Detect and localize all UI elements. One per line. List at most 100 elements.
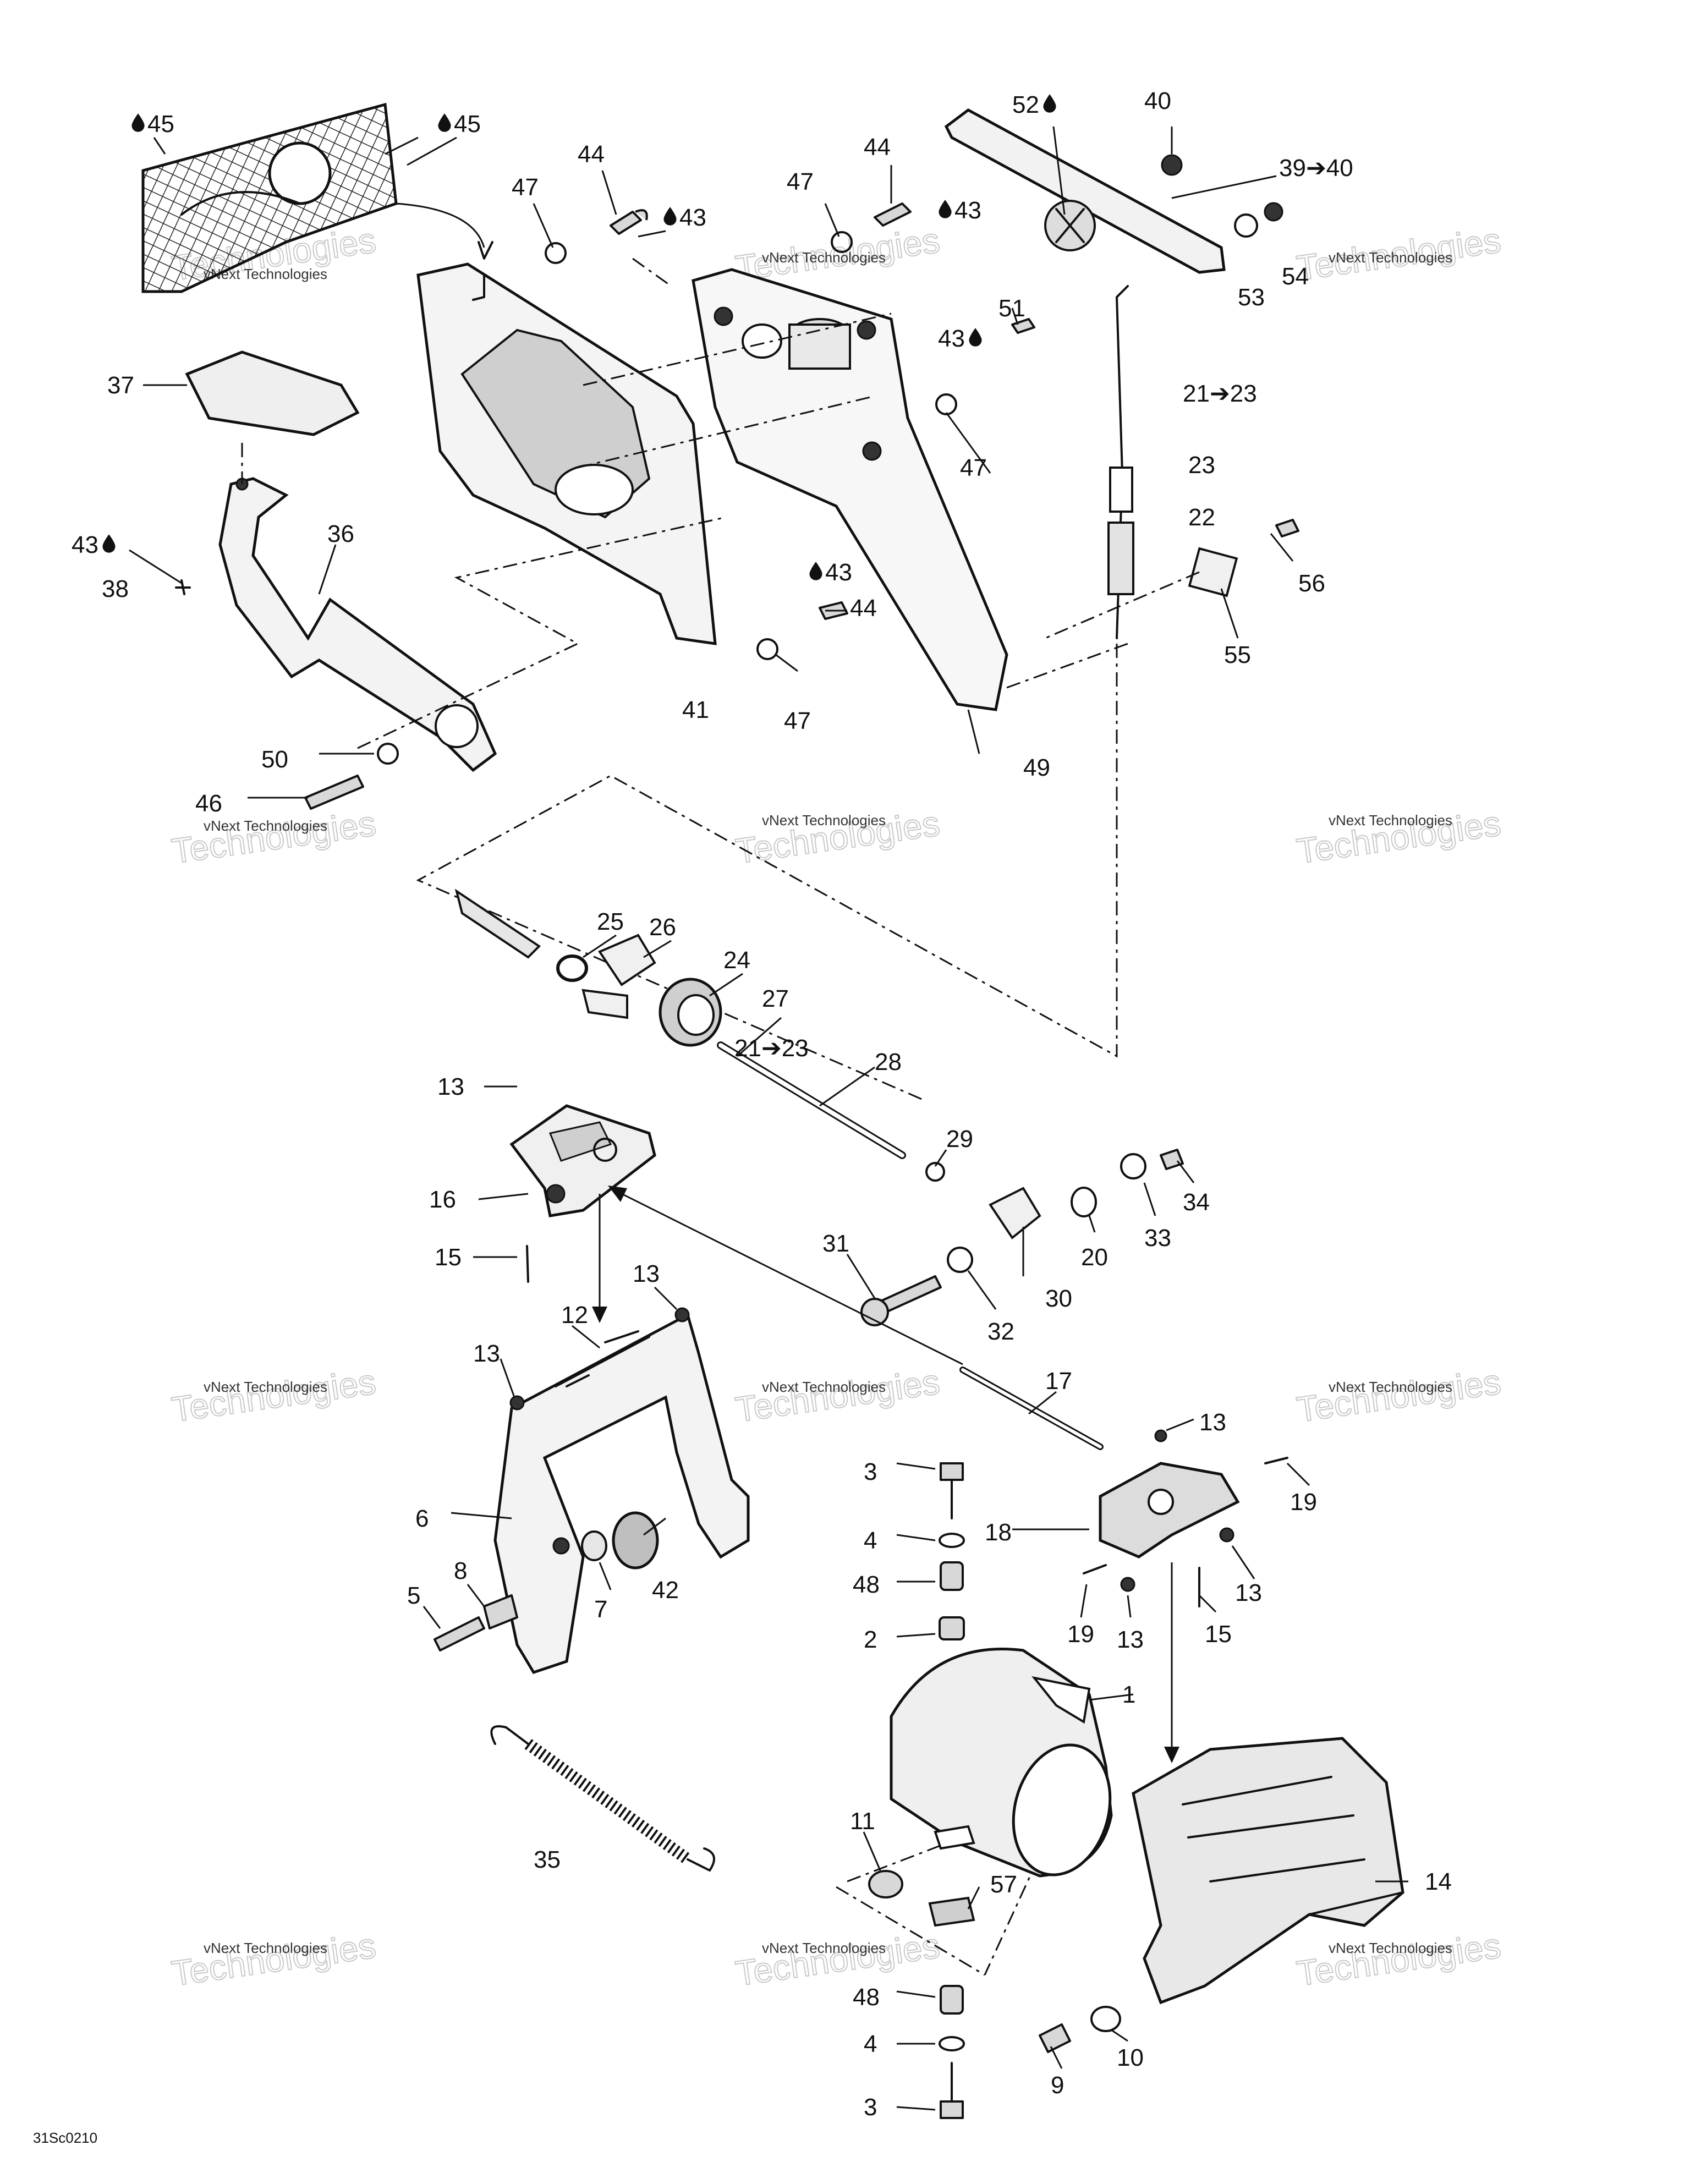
callout-43: 43 [938, 325, 965, 352]
callout-21-23: 21➔23 [734, 1035, 809, 1062]
callout-16: 16 [429, 1186, 456, 1213]
watermark-text: vNext Technologies [204, 817, 327, 834]
callout-13: 13 [437, 1073, 464, 1100]
callout-14: 14 [1425, 1868, 1452, 1895]
part-35-spring [490, 1725, 715, 1872]
callout-3: 3 [864, 2094, 877, 2121]
callout-48: 48 [853, 1571, 880, 1598]
callout-48: 48 [853, 1984, 880, 2011]
oil-drop-icon [1043, 94, 1056, 113]
callout-21-23: 21➔23 [1183, 380, 1257, 407]
callout-44: 44 [578, 141, 605, 168]
oil-drop-icon [131, 113, 145, 132]
callout-39-40: 39➔40 [1279, 155, 1353, 182]
callout-33: 33 [1144, 1225, 1171, 1252]
callout-37: 37 [107, 372, 134, 399]
part-39-lever [944, 108, 1226, 274]
watermark-text: vNext Technologies [204, 1379, 327, 1395]
oil-drop-icon [969, 328, 982, 347]
part-45-grid-pad [141, 102, 398, 293]
parts-drawing [141, 102, 1404, 2119]
watermark-text: vNext Technologies [1329, 812, 1452, 828]
callout-35: 35 [534, 1846, 561, 1873]
part-1-housing [890, 1648, 1113, 1878]
callout-45: 45 [147, 111, 174, 138]
part-36-pedal-arm [175, 477, 497, 772]
callout-13: 13 [633, 1260, 660, 1287]
part-21-cable [1107, 285, 1134, 639]
mount-stack-lower [868, 1870, 1121, 2119]
part-41-bracket [416, 262, 717, 645]
watermark-large: Technologies [733, 1925, 942, 1993]
callout-51: 51 [998, 295, 1025, 322]
callout-55: 55 [1224, 641, 1251, 668]
oil-drop-icon [939, 200, 952, 218]
callout-17: 17 [1045, 1368, 1072, 1395]
oil-drop-icon [102, 534, 116, 553]
callout-31: 31 [822, 1230, 849, 1257]
callout-4: 4 [864, 1527, 877, 1554]
part-14-cover [1132, 1737, 1404, 2005]
callout-13: 13 [1117, 1626, 1144, 1653]
callout-20: 20 [1081, 1244, 1108, 1271]
watermark-large: Technologies [733, 1362, 942, 1429]
callout-43: 43 [72, 531, 98, 558]
callout-11: 11 [850, 1808, 875, 1835]
callout-43: 43 [679, 204, 706, 231]
callout-30: 30 [1045, 1285, 1072, 1312]
callout-52: 52 [1012, 91, 1039, 118]
callout-46: 46 [195, 790, 222, 817]
callout-43: 43 [825, 559, 852, 586]
callout-24: 24 [723, 947, 750, 974]
callout-50: 50 [261, 746, 288, 773]
callout-15: 15 [1205, 1621, 1232, 1648]
callout-29: 29 [946, 1126, 973, 1153]
callout-43: 43 [954, 197, 981, 224]
mount-stack-upper [939, 1462, 965, 1640]
callout-5: 5 [407, 1582, 420, 1609]
diagram-code: 31Sc0210 [33, 2130, 97, 2146]
part-16-bracket [509, 1104, 656, 1283]
callout-13: 13 [473, 1340, 500, 1367]
callout-9: 9 [1051, 2072, 1064, 2099]
watermark-text: vNext Technologies [762, 1379, 886, 1395]
callout-57: 57 [990, 1871, 1017, 1898]
callout-6: 6 [415, 1505, 429, 1532]
callout-19: 19 [1290, 1489, 1317, 1516]
callout-54: 54 [1282, 263, 1309, 290]
callout-41: 41 [682, 696, 709, 723]
part-18-bracket [1083, 1429, 1288, 1607]
callout-3: 3 [864, 1458, 877, 1485]
callout-labels: 45 45 47 44 43 47 44 43 52 40 39➔40 54 5… [72, 87, 1452, 2121]
hardware-upper [545, 154, 1299, 660]
watermark-large: Technologies [1294, 1362, 1503, 1429]
callout-12: 12 [561, 1302, 588, 1329]
callout-47: 47 [960, 454, 987, 481]
callout-1: 1 [1122, 1681, 1135, 1708]
callout-25: 25 [597, 908, 624, 935]
callout-26: 26 [649, 914, 676, 941]
callout-32: 32 [987, 1318, 1014, 1345]
watermark-text: vNext Technologies [1329, 249, 1452, 266]
callout-28: 28 [875, 1049, 902, 1075]
hardware-12 [509, 1307, 690, 1411]
watermark-text: vNext Technologies [204, 1940, 327, 1956]
callout-47: 47 [512, 174, 539, 201]
watermark-text: vNext Technologies [762, 812, 886, 828]
callout-2: 2 [864, 1626, 877, 1653]
callout-38: 38 [102, 575, 129, 602]
callout-7: 7 [594, 1596, 607, 1623]
hardware-right-mid [860, 1149, 1184, 1326]
callout-34: 34 [1183, 1189, 1210, 1216]
callout-56: 56 [1298, 570, 1325, 597]
callout-15: 15 [435, 1244, 462, 1271]
oil-drop-icon [809, 562, 822, 580]
watermark-large: Technologies [169, 1362, 378, 1429]
callout-23: 23 [1188, 452, 1215, 479]
callout-44: 44 [850, 595, 877, 622]
watermark-text: vNext Technologies [1329, 1379, 1452, 1395]
watermark-large: Technologies [1294, 1925, 1503, 1993]
callout-45: 45 [454, 111, 481, 138]
callout-18: 18 [985, 1519, 1012, 1546]
